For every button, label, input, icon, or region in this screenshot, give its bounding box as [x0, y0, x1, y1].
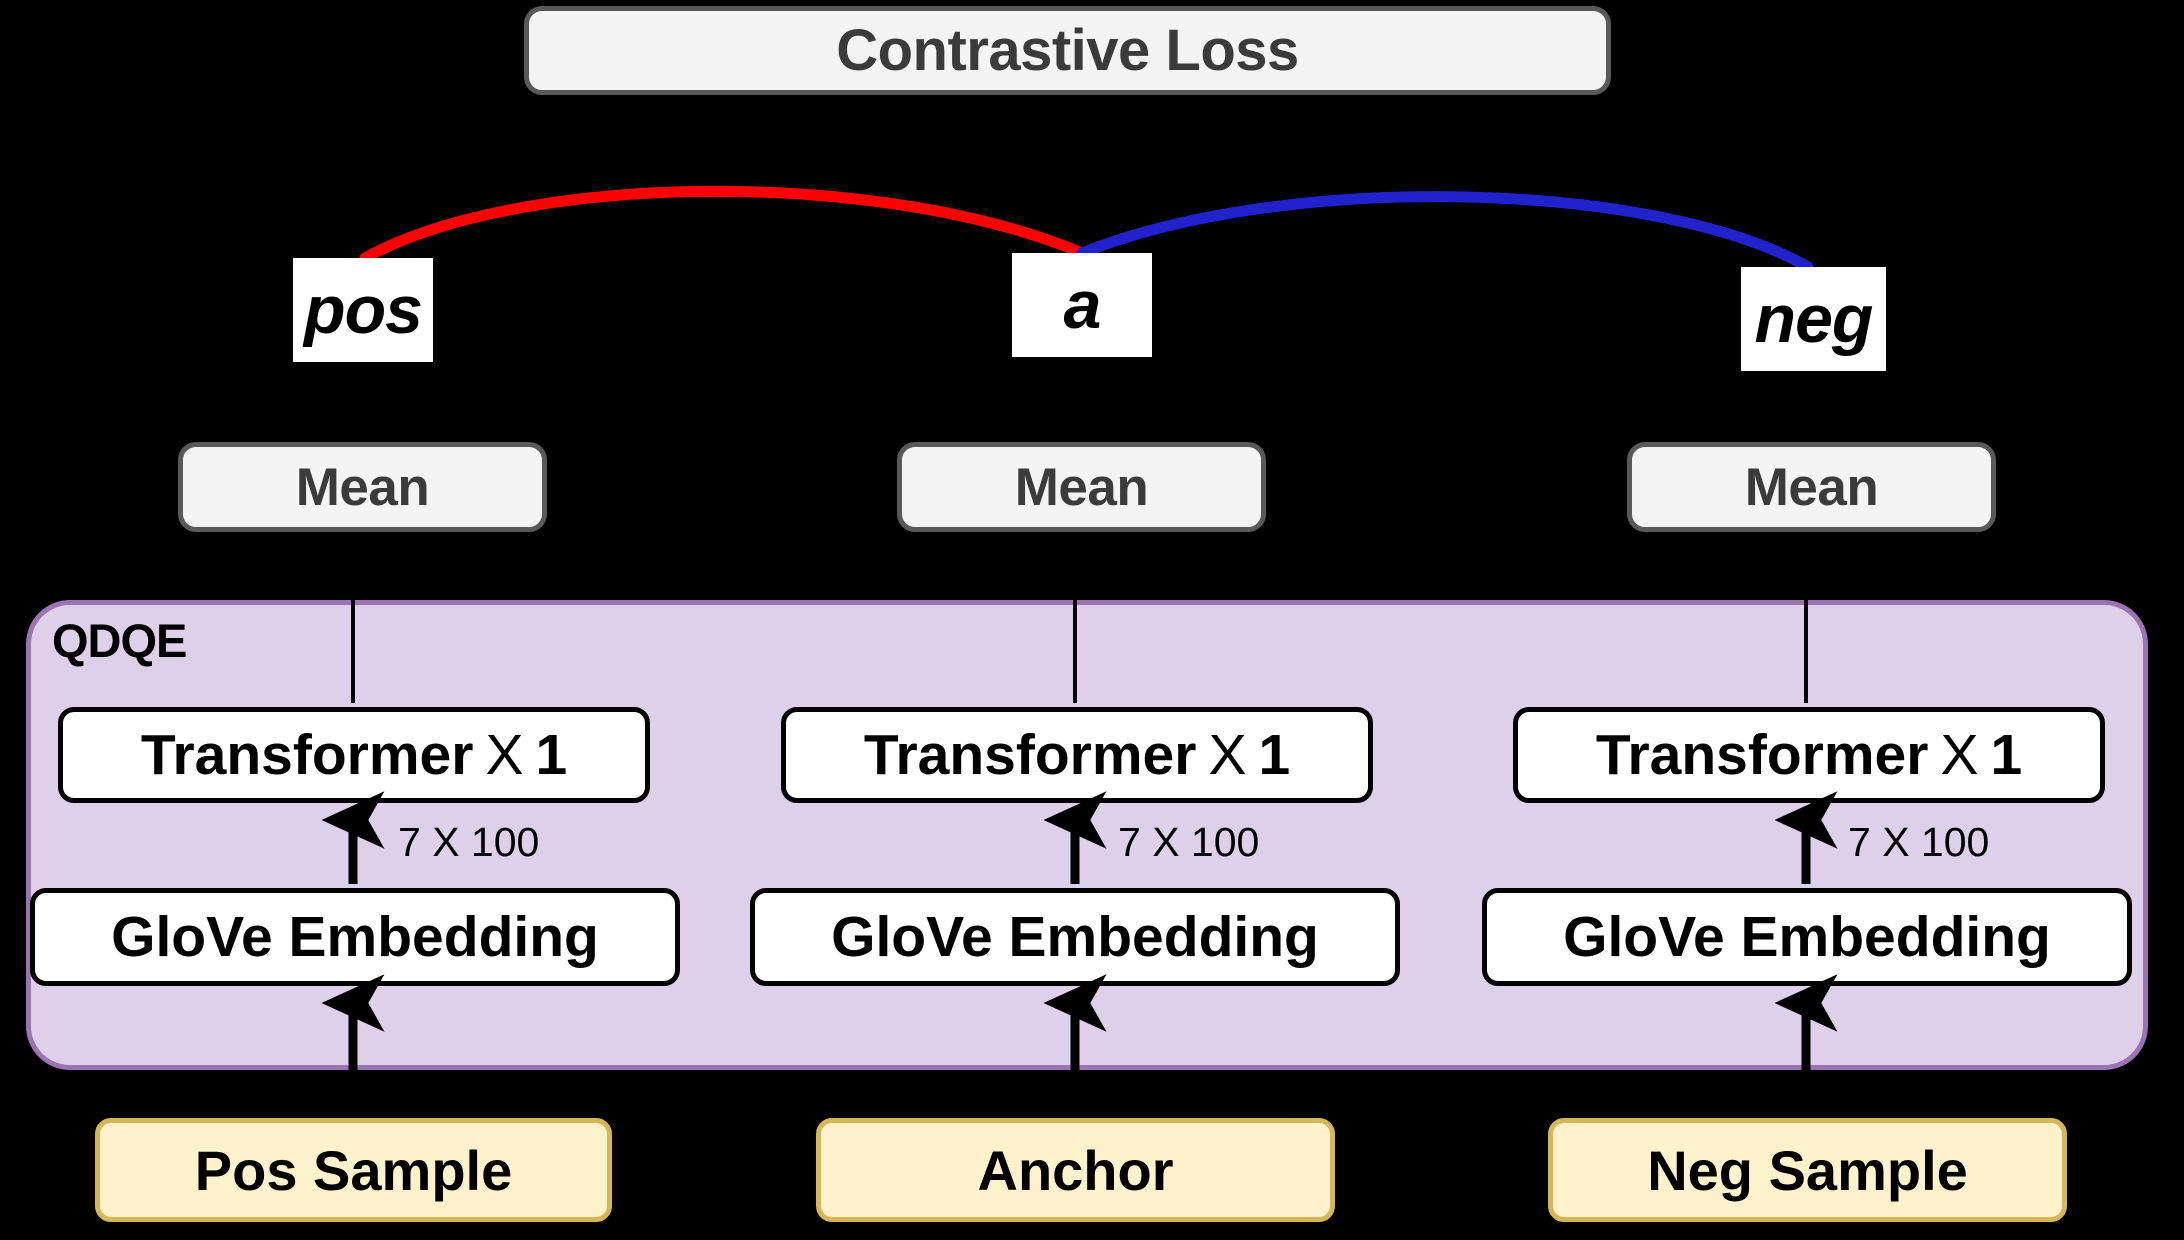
embedding-label-neg: neg [1754, 281, 1874, 357]
embedding-label-anchor: a [1063, 267, 1102, 343]
mean-label-pos: Mean [295, 457, 430, 517]
qdqe-panel-title: QDQE [52, 614, 187, 667]
glove-embedding-label-anchor: GloVe Embedding [831, 905, 1319, 969]
embedding-label-pos: pos [304, 272, 423, 348]
glove-embedding-label-pos: GloVe Embedding [111, 905, 599, 969]
mean-box-anchor: Mean [897, 442, 1266, 532]
input-box-anchor: Anchor [816, 1118, 1335, 1222]
glove-embedding-label-neg: GloVe Embedding [1563, 905, 2051, 969]
transformer-times-anchor: X [1208, 723, 1247, 787]
pos-to-anchor-edge [359, 185, 1088, 264]
edge-label-pos: 7 X 100 [398, 819, 540, 865]
transformer-name-pos: Transformer [140, 723, 474, 787]
contrastive-loss-label: Contrastive Loss [836, 18, 1299, 83]
transformer-count-pos: 1 [535, 723, 568, 787]
transformer-times-pos: X [485, 723, 524, 787]
glove-embedding-box-neg: GloVe Embedding [1482, 888, 2132, 986]
input-box-pos-sample: Pos Sample [95, 1118, 612, 1222]
transformer-count-anchor: 1 [1258, 723, 1291, 787]
mean-box-neg: Mean [1627, 442, 1996, 532]
glove-embedding-box-pos: GloVe Embedding [30, 888, 680, 986]
input-label-anchor: Anchor [977, 1138, 1174, 1202]
contrastive-loss-box: Contrastive Loss [524, 6, 1611, 95]
mean-label-anchor: Mean [1014, 457, 1149, 517]
input-label-pos-sample: Pos Sample [194, 1138, 513, 1202]
qdqe-panel [26, 600, 2148, 1070]
anchor-to-neg-edge [1076, 191, 1814, 273]
mean-label-neg: Mean [1744, 457, 1879, 517]
transformer-name-anchor: Transformer [863, 723, 1197, 787]
transformer-count-neg: 1 [1990, 723, 2023, 787]
edge-label-neg: 7 X 100 [1848, 819, 1990, 865]
transformer-name-neg: Transformer [1595, 723, 1929, 787]
embedding-chip-anchor: a [1012, 253, 1152, 357]
edge-label-anchor: 7 X 100 [1118, 819, 1260, 865]
embedding-chip-pos: pos [293, 258, 433, 362]
transformer-times-neg: X [1940, 723, 1979, 787]
input-box-neg-sample: Neg Sample [1548, 1118, 2067, 1222]
mean-box-pos: Mean [178, 442, 547, 532]
transformer-box-pos: Transformer X 1 [58, 707, 650, 803]
input-label-neg-sample: Neg Sample [1647, 1138, 1968, 1202]
glove-embedding-box-anchor: GloVe Embedding [750, 888, 1400, 986]
transformer-box-anchor: Transformer X 1 [781, 707, 1373, 803]
transformer-box-neg: Transformer X 1 [1513, 707, 2105, 803]
embedding-chip-neg: neg [1741, 267, 1886, 371]
